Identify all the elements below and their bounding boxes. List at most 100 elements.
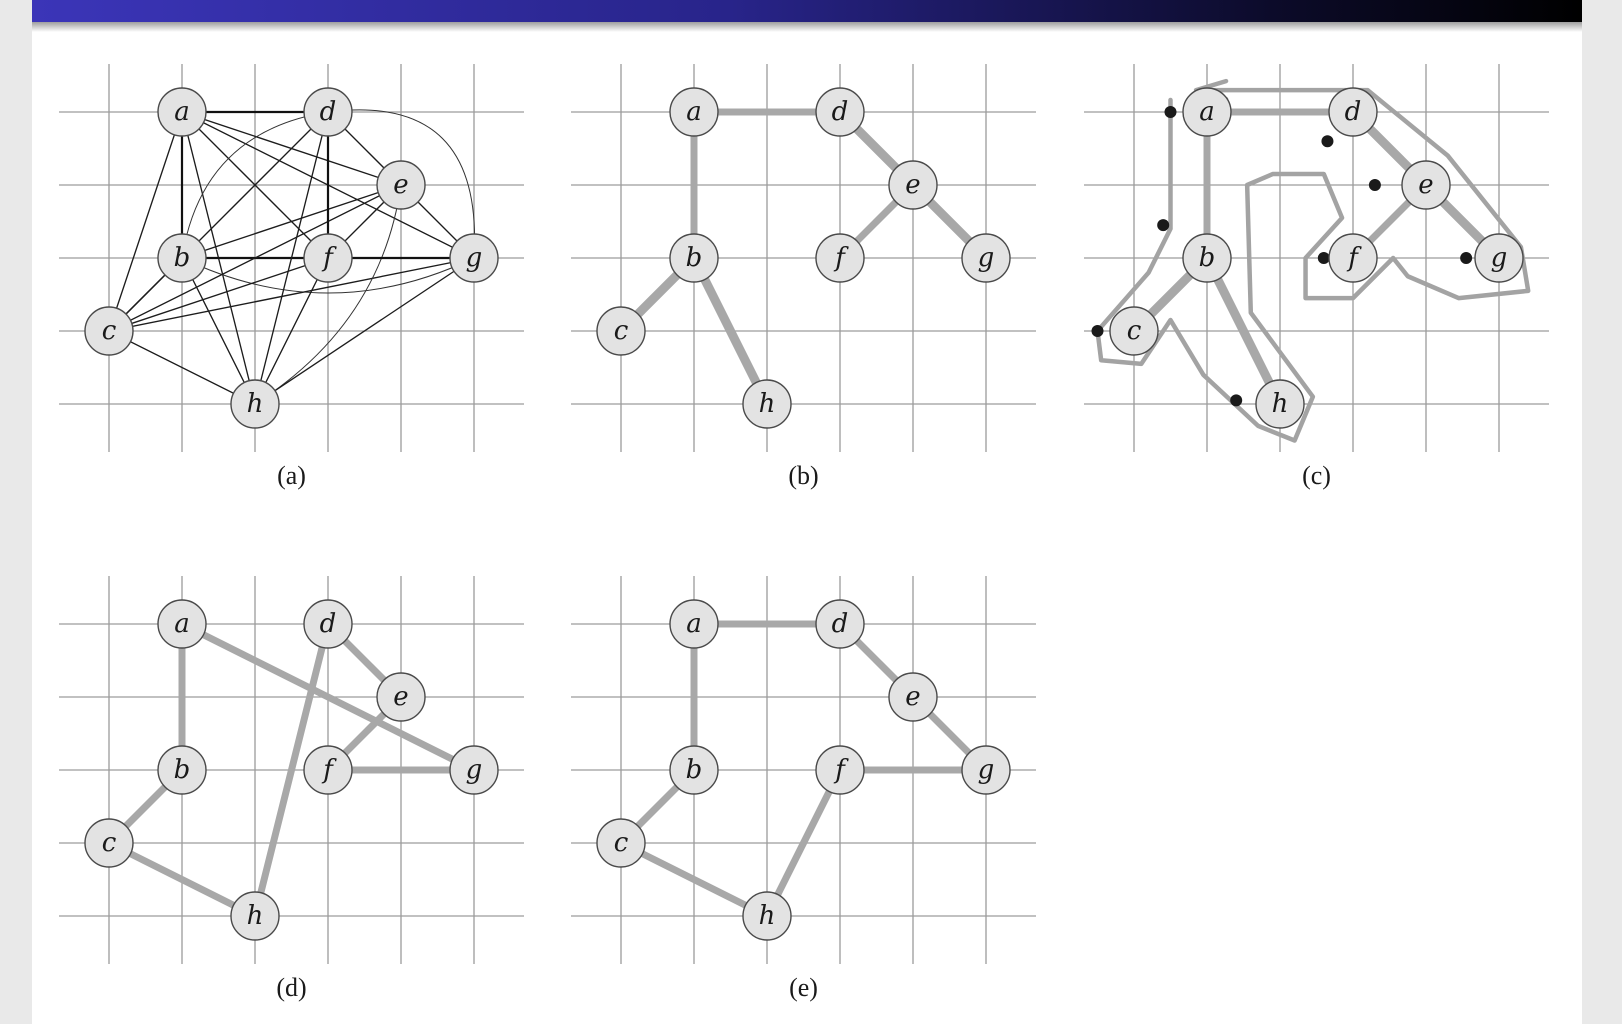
vertex-h: h	[742, 379, 792, 429]
vertex-a: a	[157, 599, 207, 649]
vertex-label: a	[686, 609, 702, 639]
vertex-circle	[669, 87, 719, 137]
walk-visit-dot	[1230, 394, 1243, 407]
vertex-e: e	[1401, 160, 1451, 210]
vertex-d: d	[303, 87, 353, 137]
vertex-circle	[1474, 233, 1524, 283]
vertex-circle	[157, 745, 207, 795]
vertex-g: g	[961, 233, 1011, 283]
title-bar-shadow	[32, 22, 1582, 32]
edge-c-d	[108, 111, 329, 332]
vertex-label: a	[174, 97, 190, 127]
vertex-b: b	[1182, 233, 1232, 283]
edge-g-a	[180, 620, 476, 774]
vertex-circle	[449, 233, 499, 283]
vertex-label: c	[102, 316, 117, 346]
vertex-b: b	[669, 233, 719, 283]
vertex-g: g	[449, 745, 499, 795]
panel-caption: (b)	[788, 461, 818, 490]
vertex-label: h	[247, 901, 264, 931]
vertex-label: b	[686, 243, 703, 273]
walk-visit-dot	[1321, 135, 1334, 148]
vertex-label: b	[174, 755, 191, 785]
vertex-h: h	[230, 891, 280, 941]
vertex-circle	[815, 599, 865, 649]
vertex-c: c	[1109, 306, 1159, 356]
walk-visit-dot	[1317, 252, 1330, 264]
edge-b-g	[181, 257, 475, 294]
vertex-a: a	[157, 87, 207, 137]
edge-h-c	[619, 839, 769, 920]
vertex-g: g	[961, 745, 1011, 795]
vertex-e: e	[376, 160, 426, 210]
vertex-b: b	[157, 745, 207, 795]
vertex-label: g	[466, 243, 483, 273]
vertex-label: d	[320, 97, 337, 127]
edge-h-d	[251, 623, 332, 917]
vertex-circle	[596, 818, 646, 868]
vertex-label: g	[466, 755, 483, 785]
vertex-circle	[742, 379, 792, 429]
vertex-circle	[303, 87, 353, 137]
walk-visit-dot	[1157, 219, 1170, 232]
vertex-circle	[84, 306, 134, 356]
vertex-circle	[376, 160, 426, 210]
vertex-circle	[888, 672, 938, 722]
vertex-circle	[230, 379, 280, 429]
edge-c-e	[108, 184, 402, 332]
vertex-b: b	[157, 233, 207, 283]
vertex-f: f	[815, 233, 865, 283]
vertex-e: e	[888, 672, 938, 722]
vertex-d: d	[1328, 87, 1378, 137]
vertex-d: d	[303, 599, 353, 649]
panel-caption: (a)	[277, 461, 306, 490]
slide-background	[32, 0, 1582, 1024]
vertex-f: f	[303, 745, 353, 795]
panel-b: a b c d e f g h (b)	[571, 64, 1036, 490]
vertex-circle	[1109, 306, 1159, 356]
vertex-label: a	[686, 97, 702, 127]
vertex-label: e	[393, 682, 408, 712]
edge-b-h	[689, 255, 772, 407]
edge-b-h	[1202, 255, 1285, 407]
vertex-circle	[1328, 233, 1378, 283]
vertex-label: d	[1345, 97, 1362, 127]
vertex-label: e	[905, 170, 920, 200]
edge-d-h	[254, 111, 329, 405]
vertex-label: b	[686, 755, 703, 785]
vertex-f: f	[1328, 233, 1378, 283]
vertex-circle	[376, 672, 426, 722]
vertex-circle	[1255, 379, 1305, 429]
vertex-label: b	[1199, 243, 1216, 273]
vertex-circle	[742, 891, 792, 941]
vertex-label: h	[759, 389, 776, 419]
walk-path	[1095, 87, 1531, 443]
vertex-e: e	[376, 672, 426, 722]
vertex-h: h	[742, 891, 792, 941]
edge-c-g	[108, 257, 475, 332]
vertex-label: g	[978, 243, 995, 273]
vertex-h: h	[1255, 379, 1305, 429]
vertex-label: e	[1418, 170, 1433, 200]
panel-caption: (e)	[789, 973, 818, 1002]
vertex-label: c	[1127, 316, 1142, 346]
vertex-e: e	[888, 160, 938, 210]
vertex-circle	[303, 599, 353, 649]
vertex-circle	[1182, 87, 1232, 137]
vertex-label: a	[1199, 97, 1215, 127]
edge-f-h	[763, 768, 844, 918]
walk-visit-dot	[1091, 325, 1104, 337]
vertex-d: d	[815, 87, 865, 137]
walk-visit-dot	[1460, 252, 1473, 264]
vertex-a: a	[669, 87, 719, 137]
edge-c-h	[107, 839, 257, 920]
vertex-label: c	[614, 828, 629, 858]
vertex-label: g	[978, 755, 995, 785]
vertex-circle	[888, 160, 938, 210]
edge-g-h	[254, 257, 475, 405]
vertex-label: c	[614, 316, 629, 346]
panel-caption: (d)	[276, 973, 306, 1002]
title-bar	[32, 0, 1582, 22]
